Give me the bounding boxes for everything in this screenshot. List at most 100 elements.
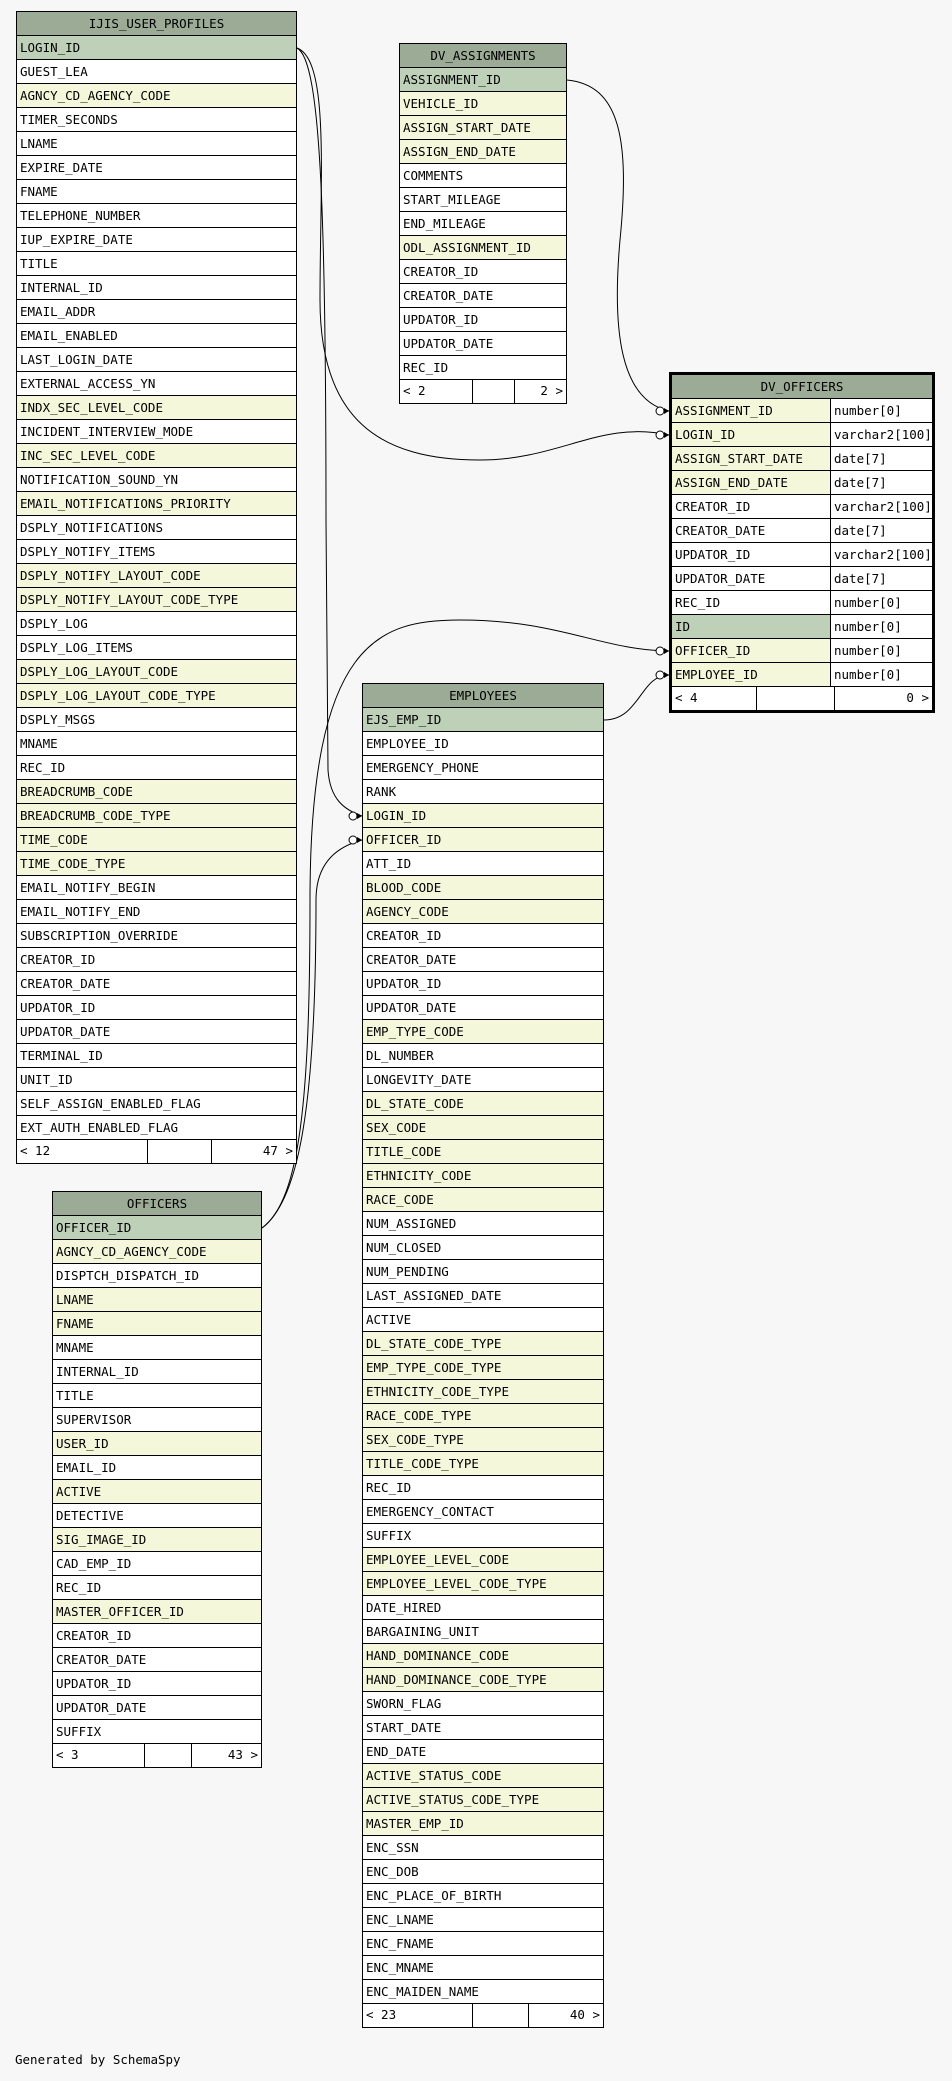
column-row[interactable]: MASTER_OFFICER_ID: [53, 1600, 261, 1624]
column-row[interactable]: UPDATOR_ID: [53, 1672, 261, 1696]
column-row[interactable]: DETECTIVE: [53, 1504, 261, 1528]
column-row[interactable]: RACE_CODE: [363, 1188, 603, 1212]
column-row[interactable]: DSPLY_LOG: [17, 612, 296, 636]
column-row[interactable]: UPDATOR_ID: [17, 996, 296, 1020]
column-row[interactable]: ACTIVE: [363, 1308, 603, 1332]
column-row[interactable]: NOTIFICATION_SOUND_YN: [17, 468, 296, 492]
column-row[interactable]: TIME_CODE: [17, 828, 296, 852]
column-row[interactable]: EMAIL_NOTIFY_BEGIN: [17, 876, 296, 900]
column-row[interactable]: ENC_DOB: [363, 1860, 603, 1884]
column-row[interactable]: UPDATOR_ID: [363, 972, 603, 996]
column-row[interactable]: NUM_PENDING: [363, 1260, 603, 1284]
column-row[interactable]: SUBSCRIPTION_OVERRIDE: [17, 924, 296, 948]
column-row[interactable]: VEHICLE_ID: [400, 92, 566, 116]
parent-count[interactable]: < 4: [672, 687, 757, 710]
column-row[interactable]: INDX_SEC_LEVEL_CODE: [17, 396, 296, 420]
column-row[interactable]: INTERNAL_ID: [53, 1360, 261, 1384]
column-row[interactable]: ASSIGNMENT_ID: [400, 68, 566, 92]
column-row[interactable]: END_DATE: [363, 1740, 603, 1764]
column-row[interactable]: SUPERVISOR: [53, 1408, 261, 1432]
column-row[interactable]: RACE_CODE_TYPE: [363, 1404, 603, 1428]
column-row[interactable]: EMPLOYEE_LEVEL_CODE: [363, 1548, 603, 1572]
column-row[interactable]: TITLE: [17, 252, 296, 276]
column-row[interactable]: ASSIGN_END_DATE: [400, 140, 566, 164]
column-row[interactable]: CREATOR_ID: [53, 1624, 261, 1648]
column-row[interactable]: ACTIVE: [53, 1480, 261, 1504]
column-row[interactable]: INC_SEC_LEVEL_CODE: [17, 444, 296, 468]
column-row[interactable]: DL_STATE_CODE: [363, 1092, 603, 1116]
column-row[interactable]: ETHNICITY_CODE_TYPE: [363, 1380, 603, 1404]
column-row[interactable]: BARGAINING_UNIT: [363, 1620, 603, 1644]
column-row[interactable]: TERMINAL_ID: [17, 1044, 296, 1068]
column-row[interactable]: ODL_ASSIGNMENT_ID: [400, 236, 566, 260]
column-row[interactable]: EMAIL_NOTIFICATIONS_PRIORITY: [17, 492, 296, 516]
column-row[interactable]: ENC_LNAME: [363, 1908, 603, 1932]
column-row[interactable]: COMMENTS: [400, 164, 566, 188]
column-row[interactable]: INTERNAL_ID: [17, 276, 296, 300]
column-row[interactable]: TITLE_CODE: [363, 1140, 603, 1164]
column-row[interactable]: TELEPHONE_NUMBER: [17, 204, 296, 228]
column-row[interactable]: UPDATOR_DATE: [363, 996, 603, 1020]
column-row[interactable]: ENC_SSN: [363, 1836, 603, 1860]
column-row[interactable]: LOGIN_ID: [363, 804, 603, 828]
column-row[interactable]: HAND_DOMINANCE_CODE: [363, 1644, 603, 1668]
column-row[interactable]: CREATOR_DATE: [53, 1648, 261, 1672]
column-row[interactable]: DSPLY_LOG_LAYOUT_CODE: [17, 660, 296, 684]
child-count[interactable]: 2 >: [540, 383, 563, 398]
column-row[interactable]: SUFFIX: [363, 1524, 603, 1548]
column-row[interactable]: ACTIVE_STATUS_CODE_TYPE: [363, 1788, 603, 1812]
column-row[interactable]: OFFICER_ID: [363, 828, 603, 852]
column-row[interactable]: GUEST_LEA: [17, 60, 296, 84]
column-row[interactable]: ENC_PLACE_OF_BIRTH: [363, 1884, 603, 1908]
column-row[interactable]: EMP_TYPE_CODE: [363, 1020, 603, 1044]
column-row[interactable]: FNAME: [17, 180, 296, 204]
column-row[interactable]: DSPLY_LOG_ITEMS: [17, 636, 296, 660]
column-row[interactable]: ATT_ID: [363, 852, 603, 876]
child-count[interactable]: 0 >: [906, 690, 929, 705]
column-row[interactable]: END_MILEAGE: [400, 212, 566, 236]
column-row[interactable]: SIG_IMAGE_ID: [53, 1528, 261, 1552]
column-row[interactable]: TITLE: [53, 1384, 261, 1408]
column-row[interactable]: EMPLOYEE_LEVEL_CODE_TYPE: [363, 1572, 603, 1596]
column-row[interactable]: DSPLY_NOTIFY_ITEMS: [17, 540, 296, 564]
column-row[interactable]: DATE_HIRED: [363, 1596, 603, 1620]
column-row[interactable]: SWORN_FLAG: [363, 1692, 603, 1716]
column-row[interactable]: ETHNICITY_CODE: [363, 1164, 603, 1188]
column-row[interactable]: CAD_EMP_ID: [53, 1552, 261, 1576]
column-row[interactable]: DSPLY_NOTIFICATIONS: [17, 516, 296, 540]
table-title[interactable]: EMPLOYEES: [363, 684, 603, 708]
column-row[interactable]: SUFFIX: [53, 1720, 261, 1744]
column-row[interactable]: DL_NUMBER: [363, 1044, 603, 1068]
column-row[interactable]: CREATOR_ID: [17, 948, 296, 972]
column-row[interactable]: TIMER_SECONDS: [17, 108, 296, 132]
column-row[interactable]: IUP_EXPIRE_DATE: [17, 228, 296, 252]
column-row[interactable]: AGNCY_CD_AGENCY_CODE: [17, 84, 296, 108]
column-row[interactable]: LNAME: [53, 1288, 261, 1312]
column-row[interactable]: EXTERNAL_ACCESS_YN: [17, 372, 296, 396]
column-row[interactable]: TIME_CODE_TYPE: [17, 852, 296, 876]
column-row[interactable]: INCIDENT_INTERVIEW_MODE: [17, 420, 296, 444]
column-row[interactable]: CREATOR_DATE: [17, 972, 296, 996]
parent-count[interactable]: < 3: [53, 1744, 145, 1767]
column-row[interactable]: ACTIVE_STATUS_CODE: [363, 1764, 603, 1788]
column-row[interactable]: SELF_ASSIGN_ENABLED_FLAG: [17, 1092, 296, 1116]
column-row[interactable]: ENC_MAIDEN_NAME: [363, 1980, 603, 2004]
column-row[interactable]: FNAME: [53, 1312, 261, 1336]
column-row[interactable]: ASSIGN_START_DATE: [400, 116, 566, 140]
column-row[interactable]: BLOOD_CODE: [363, 876, 603, 900]
column-row[interactable]: MNAME: [17, 732, 296, 756]
parent-count[interactable]: < 12: [17, 1140, 148, 1163]
column-row[interactable]: EMAIL_NOTIFY_END: [17, 900, 296, 924]
column-row[interactable]: AGNCY_CD_AGENCY_CODE: [53, 1240, 261, 1264]
